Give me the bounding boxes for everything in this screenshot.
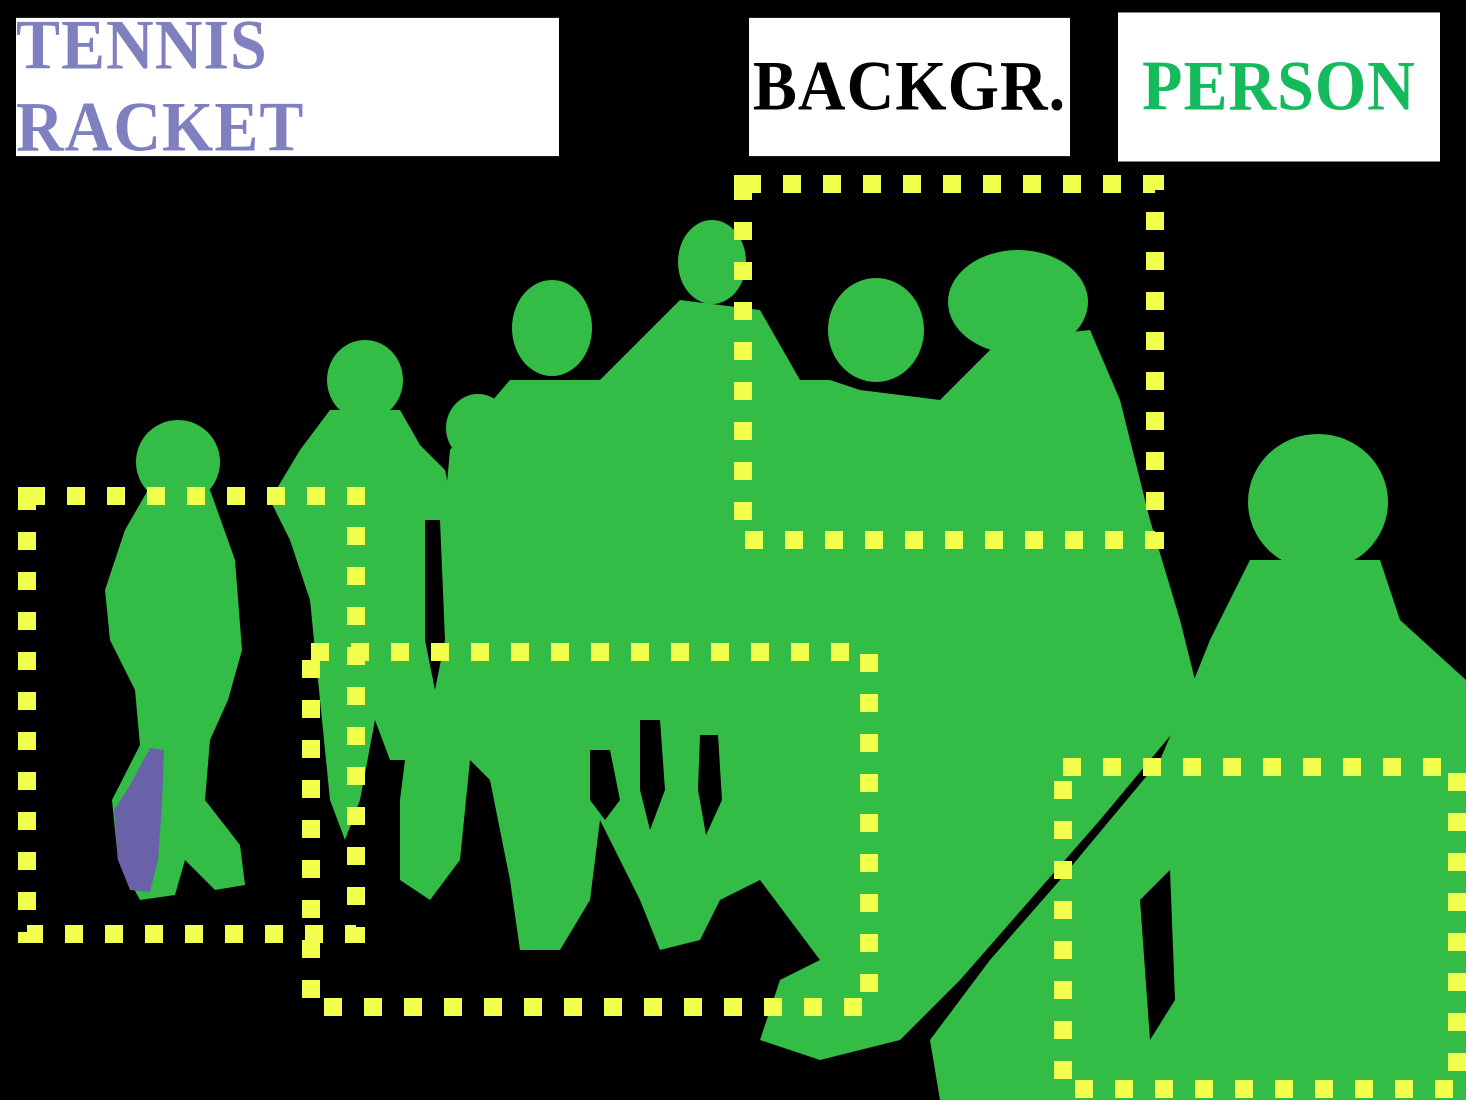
person-mask	[105, 220, 1466, 1100]
label-person: PERSON	[1118, 12, 1440, 162]
box-background	[734, 175, 1164, 549]
box-person-left	[302, 643, 878, 1016]
label-tennis-racket: TENNIS RACKET	[16, 6, 559, 167]
label-background: BACKGR.	[749, 17, 1070, 157]
box-tennis-racket	[18, 487, 365, 943]
detection-boxes	[18, 175, 1466, 1098]
tennis-racket-mask	[114, 748, 164, 892]
